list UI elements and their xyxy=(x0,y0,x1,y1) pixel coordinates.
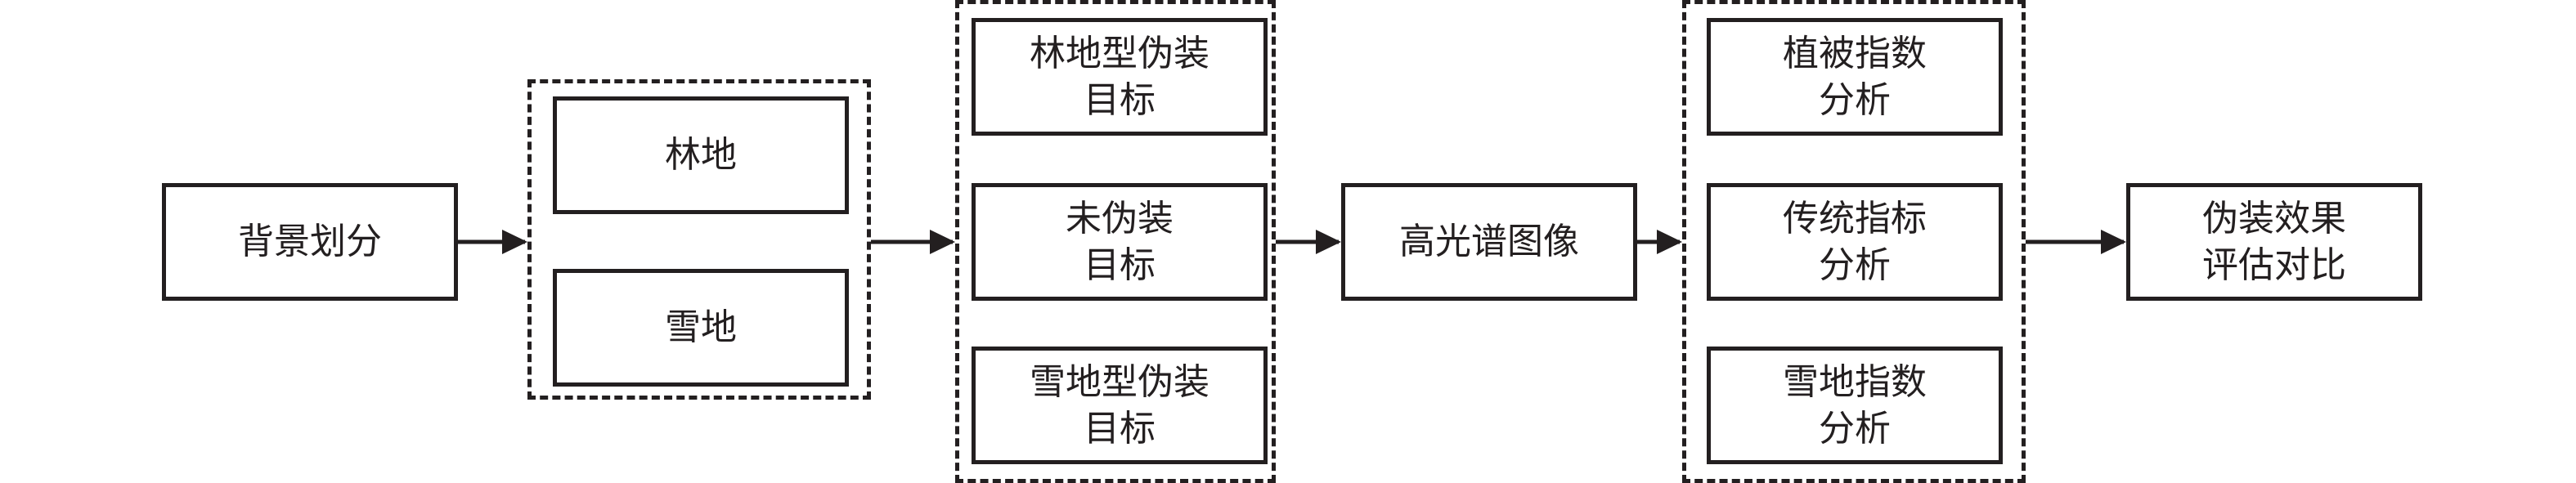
vegetation-index-analysis-node: 植被指数 分析 xyxy=(1707,18,2003,136)
arrowhead-2 xyxy=(930,230,955,254)
forest-node: 林地 xyxy=(553,96,849,214)
snow-index-analysis-node: 雪地指数 分析 xyxy=(1707,347,2003,464)
arrowhead-5 xyxy=(2101,230,2126,254)
snow-node: 雪地 xyxy=(553,269,849,387)
traditional-index-analysis-node: 传统指标 分析 xyxy=(1707,183,2003,301)
forest-camouflage-target-node: 林地型伪装 目标 xyxy=(972,18,1268,136)
analysis-method-group xyxy=(1682,0,2026,483)
hyperspectral-image-node: 高光谱图像 xyxy=(1341,183,1637,301)
arrowhead-1 xyxy=(502,230,527,254)
snow-camouflage-target-node: 雪地型伪装 目标 xyxy=(972,347,1268,464)
arrowhead-3 xyxy=(1316,230,1341,254)
target-type-group xyxy=(955,0,1276,483)
uncamouflaged-target-node: 未伪装 目标 xyxy=(972,183,1268,301)
background-division-node: 背景划分 xyxy=(162,183,458,301)
camouflage-effect-evaluation-node: 伪装效果 评估对比 xyxy=(2126,183,2422,301)
background-type-group xyxy=(527,79,871,400)
arrowhead-4 xyxy=(1657,230,1682,254)
